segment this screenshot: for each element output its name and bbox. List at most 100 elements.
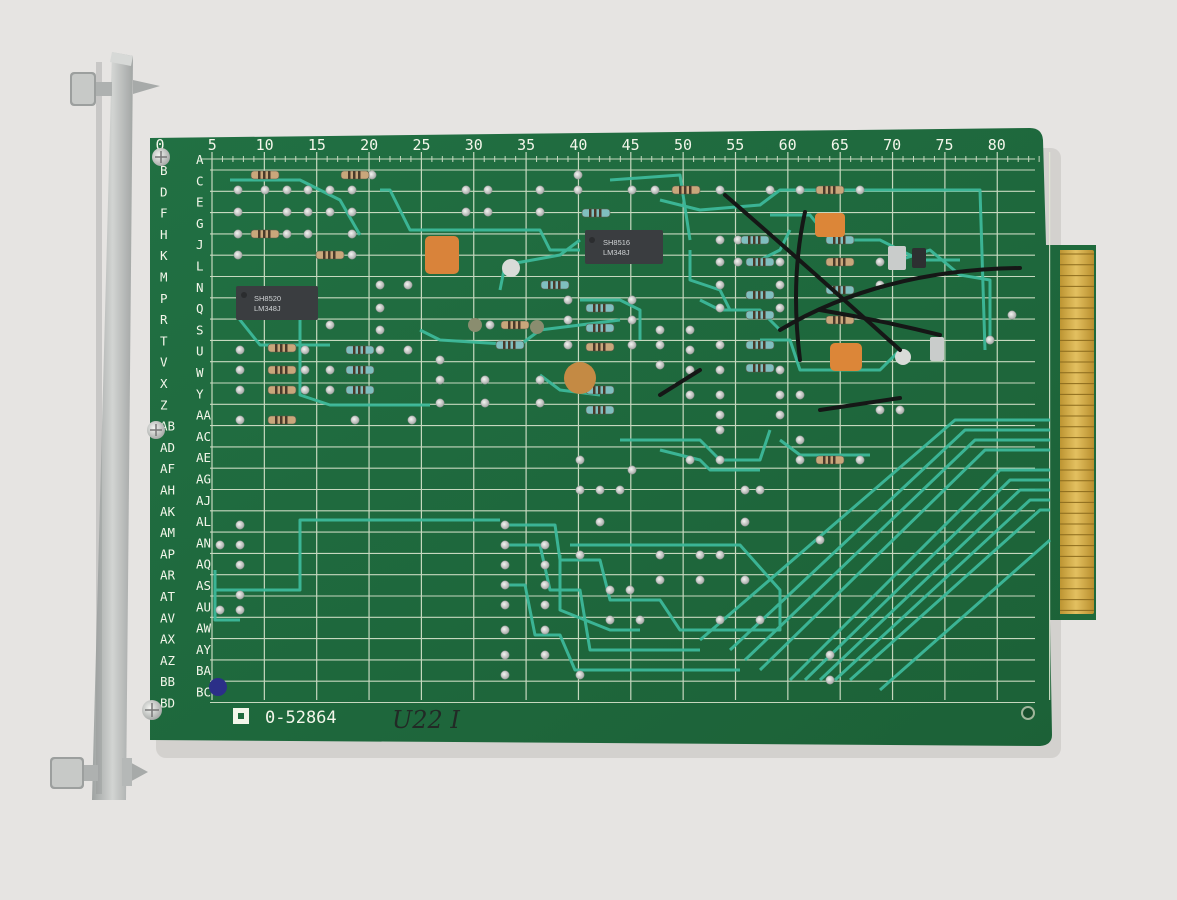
solder-pad (347, 250, 357, 260)
row-label-secondary: T (160, 333, 168, 348)
solder-pad (740, 485, 750, 495)
solder-pad (895, 405, 905, 415)
resistor-band (833, 186, 836, 194)
solder-pad (347, 185, 357, 195)
resistor-band (285, 416, 288, 424)
solder-pad (715, 455, 725, 465)
chip-mid-label-line1: SH8516 (603, 238, 630, 247)
resistor-band (358, 346, 361, 354)
resistor-band (333, 251, 336, 259)
solder-pad (500, 625, 510, 635)
solder-pad (575, 670, 585, 680)
row-label: AC (196, 429, 211, 444)
solder-pad (655, 550, 665, 560)
solder-pad (715, 340, 725, 350)
solder-pad (795, 390, 805, 400)
solder-pad (685, 325, 695, 335)
solder-pad (215, 605, 225, 615)
resistor-band (558, 281, 561, 289)
resistor-band (843, 236, 846, 244)
resistor-band (833, 456, 836, 464)
solder-pad (563, 295, 573, 305)
solder-pad (733, 257, 743, 267)
solder-pad (815, 535, 825, 545)
solder-pad (233, 229, 243, 239)
resistor-band (763, 311, 766, 319)
row-label-secondary: H (160, 227, 168, 242)
resistor-band (838, 258, 841, 266)
solder-pad (461, 207, 471, 217)
chip-mid-label-line2: LM348J (603, 248, 630, 257)
resistor-band (833, 258, 836, 266)
row-label: Y (196, 386, 204, 401)
resistor-band (593, 343, 596, 351)
solder-pad (573, 185, 583, 195)
row-label: AE (196, 450, 211, 465)
resistor-band (823, 456, 826, 464)
resistor-band (758, 258, 761, 266)
solder-pad (575, 550, 585, 560)
row-label: G (196, 216, 204, 231)
chip-left-label-line2: LM348J (254, 304, 281, 313)
column-number-label: 25 (412, 136, 430, 154)
solder-pad (715, 303, 725, 313)
solder-pad (540, 580, 550, 590)
ic-chip-left: SH8520 LM348J (236, 286, 318, 320)
solder-pad (855, 185, 865, 195)
resistor-band (753, 236, 756, 244)
row-label: AL (196, 514, 211, 529)
solder-pad (535, 375, 545, 385)
resistor-band (753, 291, 756, 299)
solder-pad (235, 605, 245, 615)
solder-pad (755, 615, 765, 625)
solder-pad (282, 229, 292, 239)
silkscreen-grid (200, 152, 1051, 704)
row-label: AQ (196, 557, 211, 572)
solder-pad (595, 485, 605, 495)
solder-pad (407, 415, 417, 425)
resistor-band (280, 386, 283, 394)
solder-pad (303, 207, 313, 217)
part-number: 0-52864 (265, 708, 337, 728)
solder-pad (282, 185, 292, 195)
solder-pad (500, 560, 510, 570)
solder-pad (235, 385, 245, 395)
resistor-band (833, 316, 836, 324)
resistor-band (603, 386, 606, 394)
column-number-label: 80 (988, 136, 1006, 154)
row-label-secondary: AT (160, 589, 176, 604)
resistor-band (603, 343, 606, 351)
resistor-band (363, 366, 366, 374)
row-label-secondary: X (160, 376, 168, 391)
board-screws (142, 148, 170, 720)
column-number-label: 40 (569, 136, 587, 154)
row-label: AJ (196, 493, 211, 508)
solder-pad (500, 580, 510, 590)
solder-pad (540, 560, 550, 570)
resistor-band (689, 186, 692, 194)
resistor-band (833, 236, 836, 244)
solder-pad (855, 455, 865, 465)
resistor-band (548, 281, 551, 289)
row-label: AY (196, 642, 212, 657)
resistor-band (285, 386, 288, 394)
solder-pad (235, 345, 245, 355)
resistor-band (679, 186, 682, 194)
solder-pad (282, 207, 292, 217)
solder-pad (627, 465, 637, 475)
solder-pad (715, 410, 725, 420)
resistor-band (353, 346, 356, 354)
solder-pad (715, 280, 725, 290)
row-label: S (196, 322, 204, 337)
resistor-band (828, 456, 831, 464)
row-label-secondary: AP (160, 546, 175, 561)
solder-pad (540, 600, 550, 610)
resistor-band (503, 341, 506, 349)
chip-left-label-line1: SH8520 (254, 294, 281, 303)
solder-pad (563, 340, 573, 350)
solder-pad (480, 398, 490, 408)
resistor-band (838, 286, 841, 294)
solder-pad (540, 540, 550, 550)
